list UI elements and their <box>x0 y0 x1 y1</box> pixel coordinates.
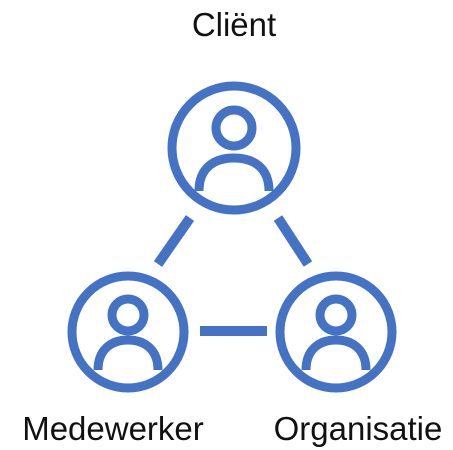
node-label-organisation: Organisatie <box>274 410 443 447</box>
node-client: Cliënt <box>167 6 301 215</box>
node-label-employee: Medewerker <box>22 410 204 447</box>
node-label-client: Cliënt <box>192 6 276 43</box>
node-organisation: Organisatie <box>274 271 443 447</box>
link-client-organisation <box>273 215 313 267</box>
node-employee: Medewerker <box>22 271 204 447</box>
person-circle-icon <box>67 271 189 393</box>
person-circle-icon <box>275 271 397 393</box>
link-client-employee <box>153 215 195 267</box>
person-circle-icon <box>167 81 301 215</box>
